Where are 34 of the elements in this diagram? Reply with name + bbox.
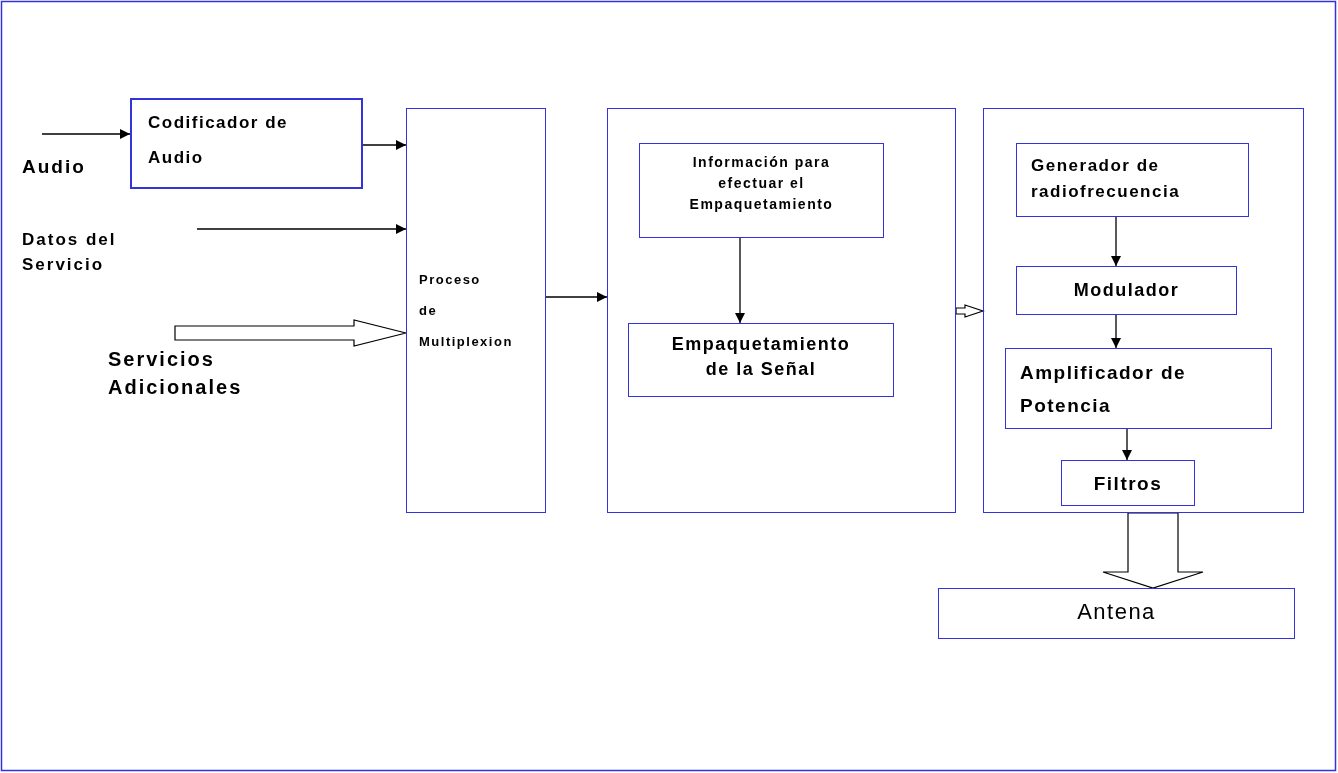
arrow <box>735 237 745 324</box>
group-box <box>983 108 1304 513</box>
box-label: Información para efectuar el Empaquetamiento <box>688 153 835 214</box>
process-box <box>639 143 884 238</box>
arrow <box>1111 216 1121 267</box>
box-label: Proceso de Multiplexion <box>419 271 514 352</box>
hollow-arrow <box>174 319 407 347</box>
arrow <box>362 140 407 150</box>
process-box <box>1016 266 1237 315</box>
box-label: Antena <box>1076 601 1157 623</box>
input-label: Audio <box>22 155 86 179</box>
hollow-arrow <box>1102 512 1204 589</box>
input-label: Datos del Servicio <box>22 229 118 276</box>
arrow <box>1111 314 1121 349</box>
input-label: Servicios Adicionales <box>108 347 244 400</box>
process-box <box>1016 143 1249 217</box>
process-box <box>938 588 1295 639</box>
process-box <box>406 108 546 513</box>
process-box <box>1061 460 1195 506</box>
box-label: Generador de radiofrecuencia <box>1031 155 1182 204</box>
arrow <box>41 129 131 139</box>
process-box <box>1005 348 1272 429</box>
arrow <box>1122 428 1132 461</box>
hollow-arrow <box>955 304 985 318</box>
box-label: Codificador de Audio <box>148 112 289 169</box>
arrow <box>196 224 407 234</box>
box-label: Amplificador de Potencia <box>1020 361 1188 419</box>
group-box <box>607 108 956 513</box>
process-box <box>130 98 363 189</box>
arrow <box>545 292 608 302</box>
process-box <box>628 323 894 397</box>
box-label: Filtros <box>1092 474 1164 493</box>
box-label: Empaquetamiento de la Señal <box>670 333 852 382</box>
box-label: Modulador <box>1072 281 1181 299</box>
